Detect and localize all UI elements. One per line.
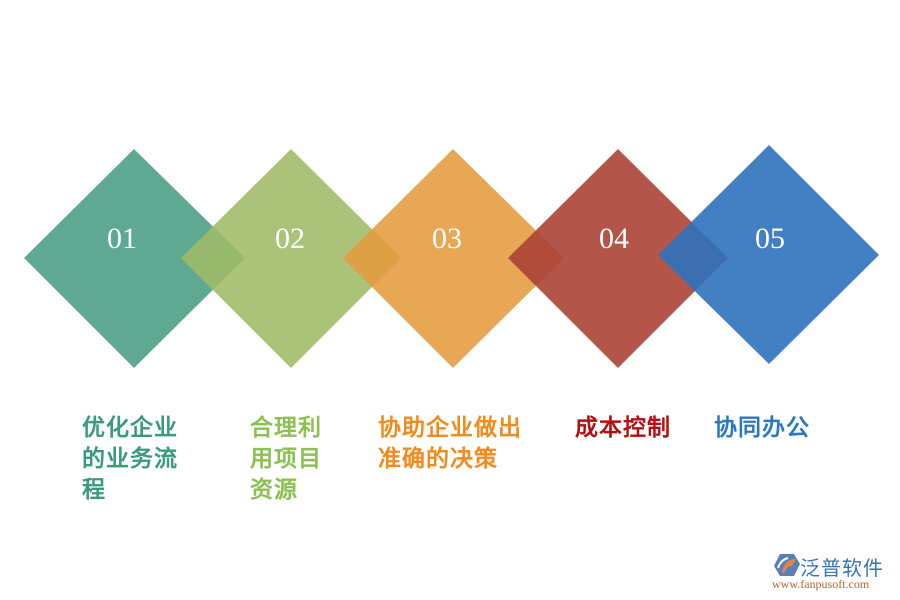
step-02-diamond [181, 149, 401, 368]
label-line: 协同办公 [714, 415, 810, 441]
step-04-diamond [508, 149, 728, 368]
step-01-label: 优化企业 的业务流 程 [82, 413, 178, 506]
diamond-shape [24, 149, 245, 368]
step-04-label: 成本控制 [575, 413, 671, 444]
step-05-label: 协同办公 [714, 413, 810, 444]
step-03-diamond [343, 149, 564, 368]
diamond-shape [658, 145, 879, 364]
step-04-number: 04 [599, 222, 629, 255]
brand-logo: 泛普软件 www.fanpusoft.com [770, 552, 895, 592]
logo-url: www.fanpusoft.com [772, 577, 870, 591]
step-05-diamond [658, 145, 879, 364]
label-line: 准确的决策 [378, 446, 498, 472]
diamond-shape [343, 149, 564, 368]
step-02-number: 02 [275, 222, 305, 255]
logo-name: 泛普软件 [800, 556, 884, 580]
label-line: 成本控制 [575, 415, 671, 441]
diamond-shape [181, 149, 401, 368]
label-line: 程 [82, 477, 106, 503]
step-03-label: 协助企业做出 准确的决策 [378, 413, 522, 475]
step-02-label: 合理利 用项目 资源 [250, 413, 322, 506]
label-line: 的业务流 [82, 446, 178, 472]
step-01-number: 01 [107, 222, 137, 255]
step-05-number: 05 [755, 222, 785, 255]
diamond-shape [508, 149, 728, 368]
label-line: 用项目 [250, 446, 322, 472]
label-line: 合理利 [250, 415, 322, 441]
label-line: 资源 [250, 477, 298, 503]
step-01-diamond [24, 149, 245, 368]
label-line: 协助企业做出 [378, 415, 522, 441]
logo-mark-icon [774, 554, 800, 576]
label-line: 优化企业 [82, 415, 178, 441]
step-03-number: 03 [432, 222, 462, 255]
